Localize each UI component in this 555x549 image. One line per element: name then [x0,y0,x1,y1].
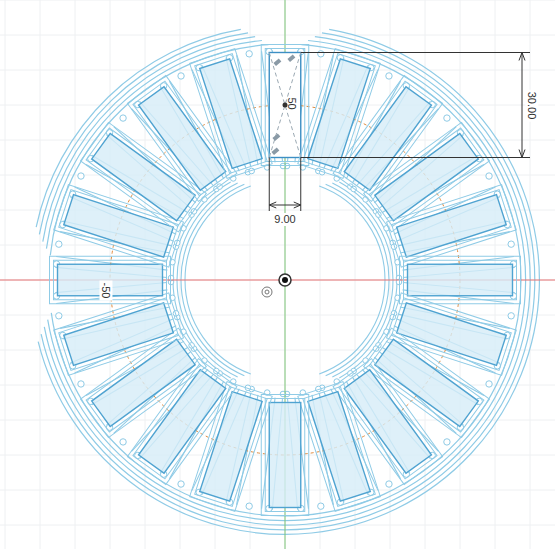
outer-traces [36,29,539,534]
coil-pad [397,195,507,257]
coil-pad [200,59,262,169]
radius-dimension: 50 [285,95,298,111]
coil-pads [50,45,521,516]
length-dimension: 30.00 [526,89,539,121]
constraint-marks [269,53,301,158]
radial-traces [55,50,514,509]
radius-dimension: -50 [100,280,113,300]
coil-pad [64,303,174,365]
coil-pad [408,264,513,296]
dimension-lines [269,53,530,212]
coil-pad [308,392,370,502]
vias [53,48,516,511]
coil-pad [269,53,301,158]
width-dimension: 9.00 [272,213,297,226]
coil-pad [269,403,301,508]
origin-marker [262,274,291,297]
